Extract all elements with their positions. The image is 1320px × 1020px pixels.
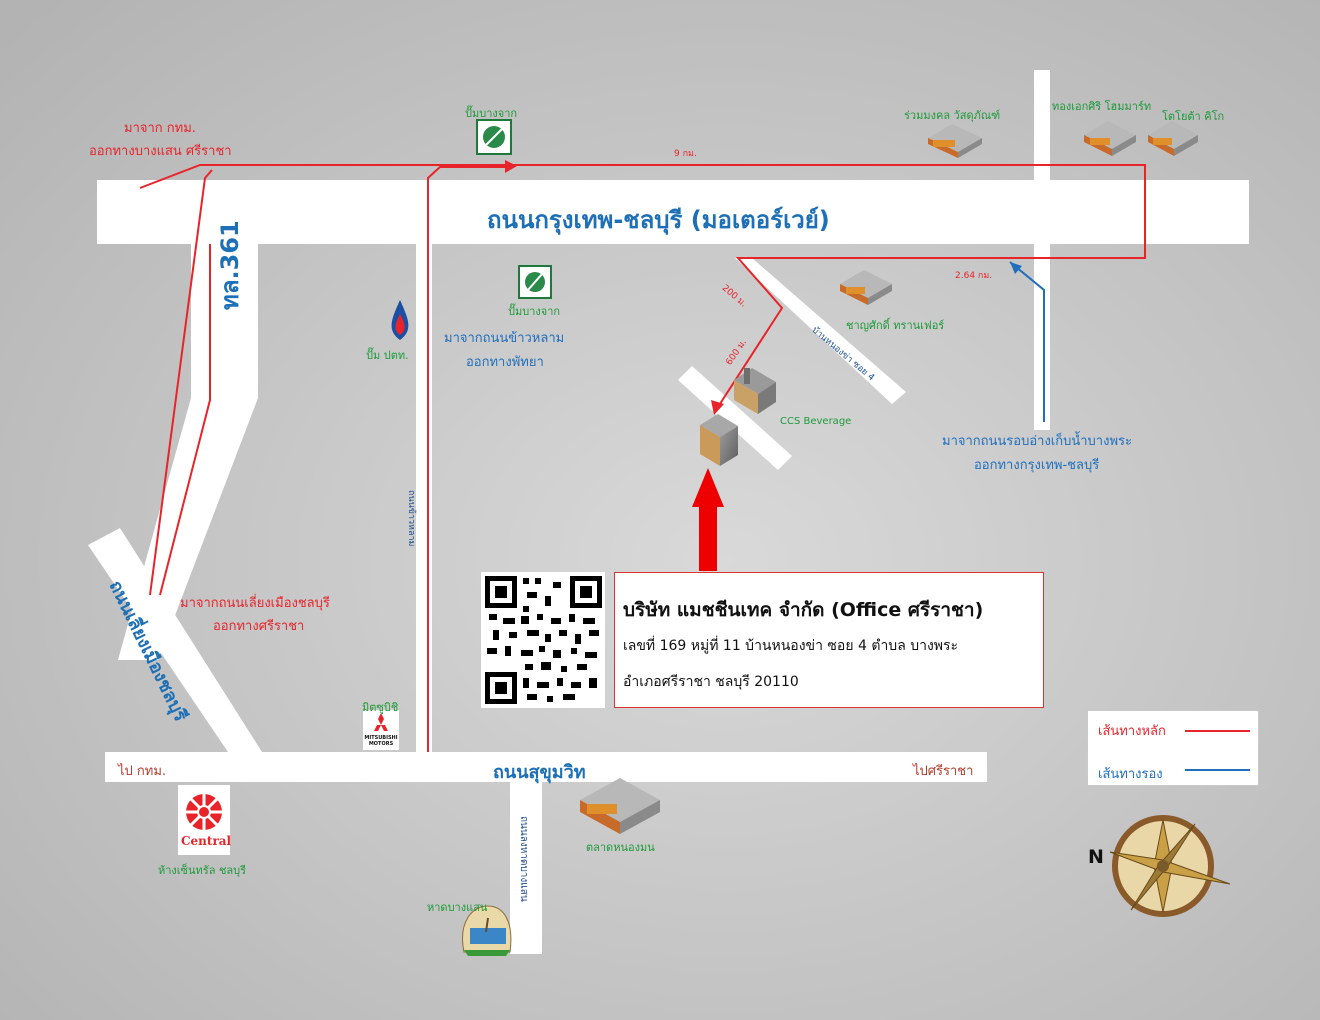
motorway-road (97, 180, 1249, 244)
route-note-ring-line1: มาจากถนนรอบอ่างเก็บน้ำบางพระ (942, 434, 1132, 449)
central-logo-text: Central (181, 834, 232, 848)
company-arrow-shaft (699, 505, 717, 571)
central-label: ห้างเซ็นทรัล ชลบุรี (158, 864, 247, 877)
legend-main-label: เส้นทางหลัก (1098, 724, 1166, 739)
mitsubishi-logo-text: MITSUBISHI MOTORS (364, 735, 398, 747)
bangsaen-road (510, 782, 542, 954)
main-route-motorway (139, 164, 1146, 411)
to-bkk-label: ไป กทม. (118, 764, 167, 779)
soi4-road (735, 258, 906, 404)
main-route-khaolam (427, 166, 514, 752)
ptt-icon (391, 300, 409, 340)
legend-main-line (1185, 730, 1250, 732)
route-note-bkk-line2: ออกทางบางแสน ศรีราชา (89, 144, 232, 159)
map-legend: เส้นทางหลัก เส้นทางรอง (1087, 710, 1259, 786)
company-access-road (678, 366, 792, 470)
bangsaen-road-label: ถนนลงหาดบางแสน (518, 816, 529, 902)
route-note-bypass-line2: ออกทางศรีราชา (213, 619, 305, 634)
toyota-label: โตโยต้า คิโก (1162, 110, 1225, 123)
route-arrowhead-secondary (1010, 262, 1022, 274)
bangchak-icon (518, 265, 552, 299)
sukhumvit-label: ถนนสุขุมวิท (493, 762, 586, 783)
ptt-label: ปั๊ม ปตท. (366, 349, 409, 362)
central-logo-icon (178, 785, 230, 855)
main-route-lines (139, 164, 1146, 752)
shop-building-icon (840, 270, 892, 305)
bangchak-label-1: ปั๊มบางจาก (465, 107, 518, 120)
ring-road-south (1034, 244, 1050, 430)
main-route-bypass (149, 169, 213, 596)
ruammongkol-label: ร่วมมงคล วัสดุภัณฑ์ (904, 109, 1001, 122)
route-note-bkk-line1: มาจาก กทม. (124, 121, 196, 136)
bypass-road (88, 528, 262, 752)
factory-icon (734, 368, 776, 414)
bangchak-icon (476, 119, 512, 155)
company-building-icon (700, 414, 738, 466)
mitsubishi-logo-icon (363, 710, 399, 750)
legend-secondary-label: เส้นทางรอง (1098, 767, 1163, 782)
chan-label: ชาญศักดิ์ ทรานเฟอร์ (846, 319, 945, 332)
company-name: บริษัท แมชชีนเทค จำกัด (Office ศรีราชา) (623, 599, 984, 621)
compass-north-label: N (1088, 846, 1104, 868)
market-label: ตลาดหนองมน (586, 841, 655, 854)
route-arrowhead-motorway (505, 160, 517, 173)
distance-9km: 9 กม. (674, 149, 697, 159)
company-address-line1: เลขที่ 169 หมู่ที่ 11 บ้านหนองข่า ซอย 4 … (623, 638, 959, 654)
route-note-bypass-line1: มาจากถนนเลี่ยงเมืองชลบุรี (180, 596, 330, 611)
legend-secondary-line (1185, 769, 1250, 771)
route-note-khaolam-line1: มาจากถนนข้าวหลาม (444, 331, 565, 346)
route-note-ring-line2: ออกทางกรุงเทพ-ชลบุรี (974, 458, 1100, 473)
to-sriracha-label: ไปศรีราชา (913, 764, 974, 779)
road-network (88, 70, 1249, 954)
company-arrow-head (692, 468, 724, 507)
shop-building-icon (1084, 121, 1136, 156)
qr-code (481, 572, 605, 708)
route-note-khaolam-line2: ออกทางพัทยา (466, 355, 544, 370)
ccs-label: CCS Beverage (780, 416, 852, 427)
company-address-line2: อำเภอศรีราชา ชลบุรี 20110 (623, 674, 799, 690)
sukhumvit-road (105, 752, 987, 782)
secondary-route-line (1009, 261, 1045, 422)
motorway-label: ถนนกรุงเทพ-ชลบุรี (มอเตอร์เวย์) (487, 206, 830, 234)
mitsubishi-label: มิตซูบิชิ (362, 701, 399, 714)
beach-label: หาดบางแสน (427, 901, 488, 914)
route-361-road (191, 244, 258, 398)
company-info-box: บริษัท แมชชีนเทค จำกัด (Office ศรีราชา) … (614, 572, 1044, 708)
thongake-label: ทองเอกศิริ โฮมมาร์ท (1052, 100, 1152, 113)
khaolam-road-label: ถนนข้าวหลาม (406, 490, 416, 547)
market-building-icon (580, 778, 660, 834)
beach-icon (462, 905, 512, 956)
route-361-label: ทล.361 (216, 220, 244, 310)
shop-building-icon (928, 124, 982, 158)
compass-icon (1109, 815, 1231, 917)
overpass-road-north (1034, 70, 1050, 180)
bangchak-label-2: ปั๊มบางจาก (508, 305, 561, 318)
route-arrowhead-company (711, 400, 724, 415)
shop-building-icon (1148, 121, 1198, 156)
main-route-361 (159, 244, 211, 596)
distance-264km: 2.64 กม. (955, 271, 993, 281)
